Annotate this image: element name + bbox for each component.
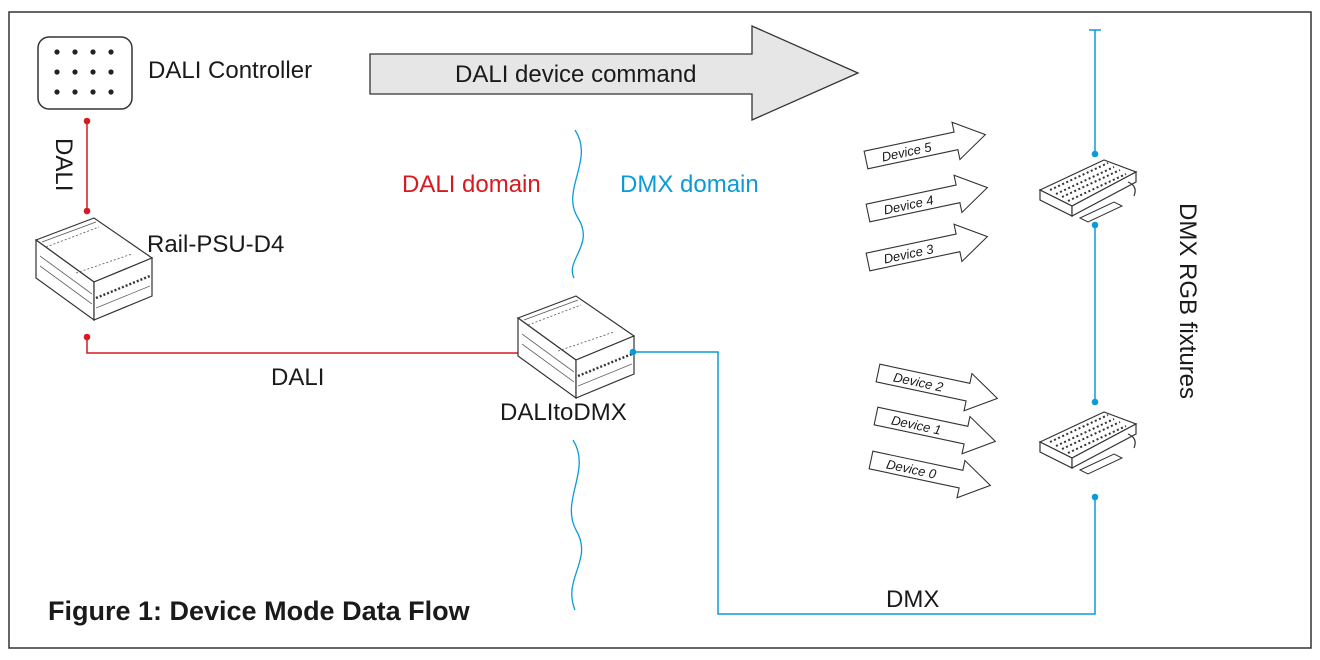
rail-psu-label: Rail-PSU-D4 <box>147 231 284 258</box>
dali-to-dmx-label: DALItoDMX <box>500 399 627 426</box>
dmx-domain-label: DMX domain <box>620 171 759 198</box>
dali-horizontal-wire-label: DALI <box>271 364 324 391</box>
dali-controller-label: DALI Controller <box>148 57 312 84</box>
dmx-rgb-fixture-lower-icon <box>1039 411 1137 475</box>
dali-controller-icon <box>37 36 133 110</box>
device-3-arrow: Device 3 <box>865 223 989 272</box>
domain-separator-upper <box>571 129 584 279</box>
dali-domain-label: DALI domain <box>402 171 541 198</box>
domain-separator-lower <box>570 439 583 611</box>
dmx-wiring <box>629 29 1101 615</box>
dali-command-arrow <box>369 25 860 121</box>
device-4-arrow: Device 4 <box>865 174 989 223</box>
dali-vertical-wire-label: DALI <box>50 138 77 191</box>
device-1-arrow: Device 1 <box>873 406 997 455</box>
device-0-arrow: Device 0 <box>868 450 992 499</box>
device-5-arrow: Device 5 <box>863 121 987 170</box>
rail-psu-module-icon <box>34 216 154 322</box>
device-2-arrow: Device 2 <box>875 363 999 412</box>
dmx-rgb-fixture-upper-icon <box>1039 159 1137 223</box>
dali-to-dmx-module-icon <box>516 294 636 400</box>
dmx-rgb-fixtures-label: DMX RGB fixtures <box>1174 203 1201 399</box>
dali-command-label: DALI device command <box>455 61 696 88</box>
dmx-wire-label: DMX <box>886 586 939 613</box>
figure-frame <box>8 11 1312 649</box>
figure-title: Figure 1: Device Mode Data Flow <box>48 596 471 626</box>
